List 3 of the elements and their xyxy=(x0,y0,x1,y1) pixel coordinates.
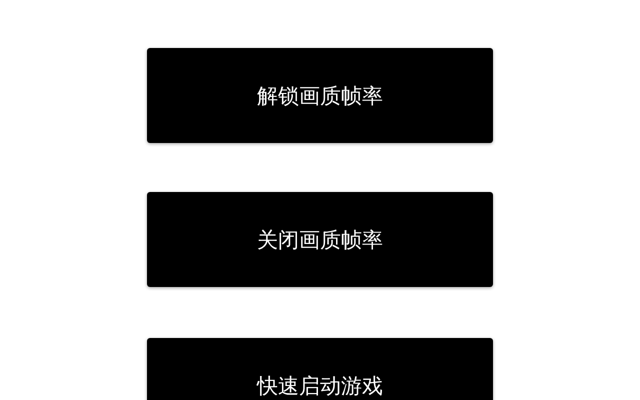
menu-button: 解锁画质帧率 xyxy=(147,48,493,143)
menu-button: 关闭画质帧率 xyxy=(147,192,493,287)
menu-button: 快速启动游戏 xyxy=(147,338,493,400)
